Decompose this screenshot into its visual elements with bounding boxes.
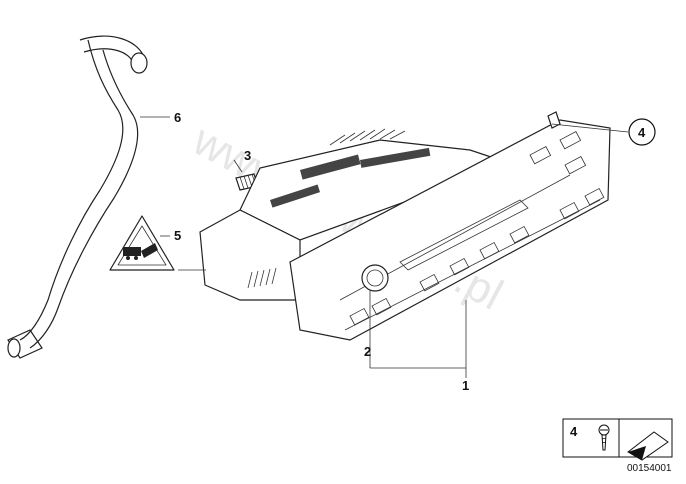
hose-part [7,35,148,359]
callout-4: 4 [638,125,646,140]
leader-lines [140,116,629,378]
callout-1: 1 [462,378,469,393]
callout-5: 5 [174,228,181,243]
arrow-direction-icon [627,431,669,461]
warning-triangle-icon [123,243,158,260]
part-number: 00154001 [627,463,672,474]
legend-item-number: 4 [570,424,578,439]
callout-3: 3 [244,148,251,163]
screw-icon [598,424,610,451]
legend-box: 4 [562,418,673,461]
callout-2: 2 [364,344,371,359]
warning-label-part [109,215,175,271]
callout-6: 6 [174,110,181,125]
radio-unit-part [199,111,611,341]
callout-4-circle: 4 [628,118,656,146]
